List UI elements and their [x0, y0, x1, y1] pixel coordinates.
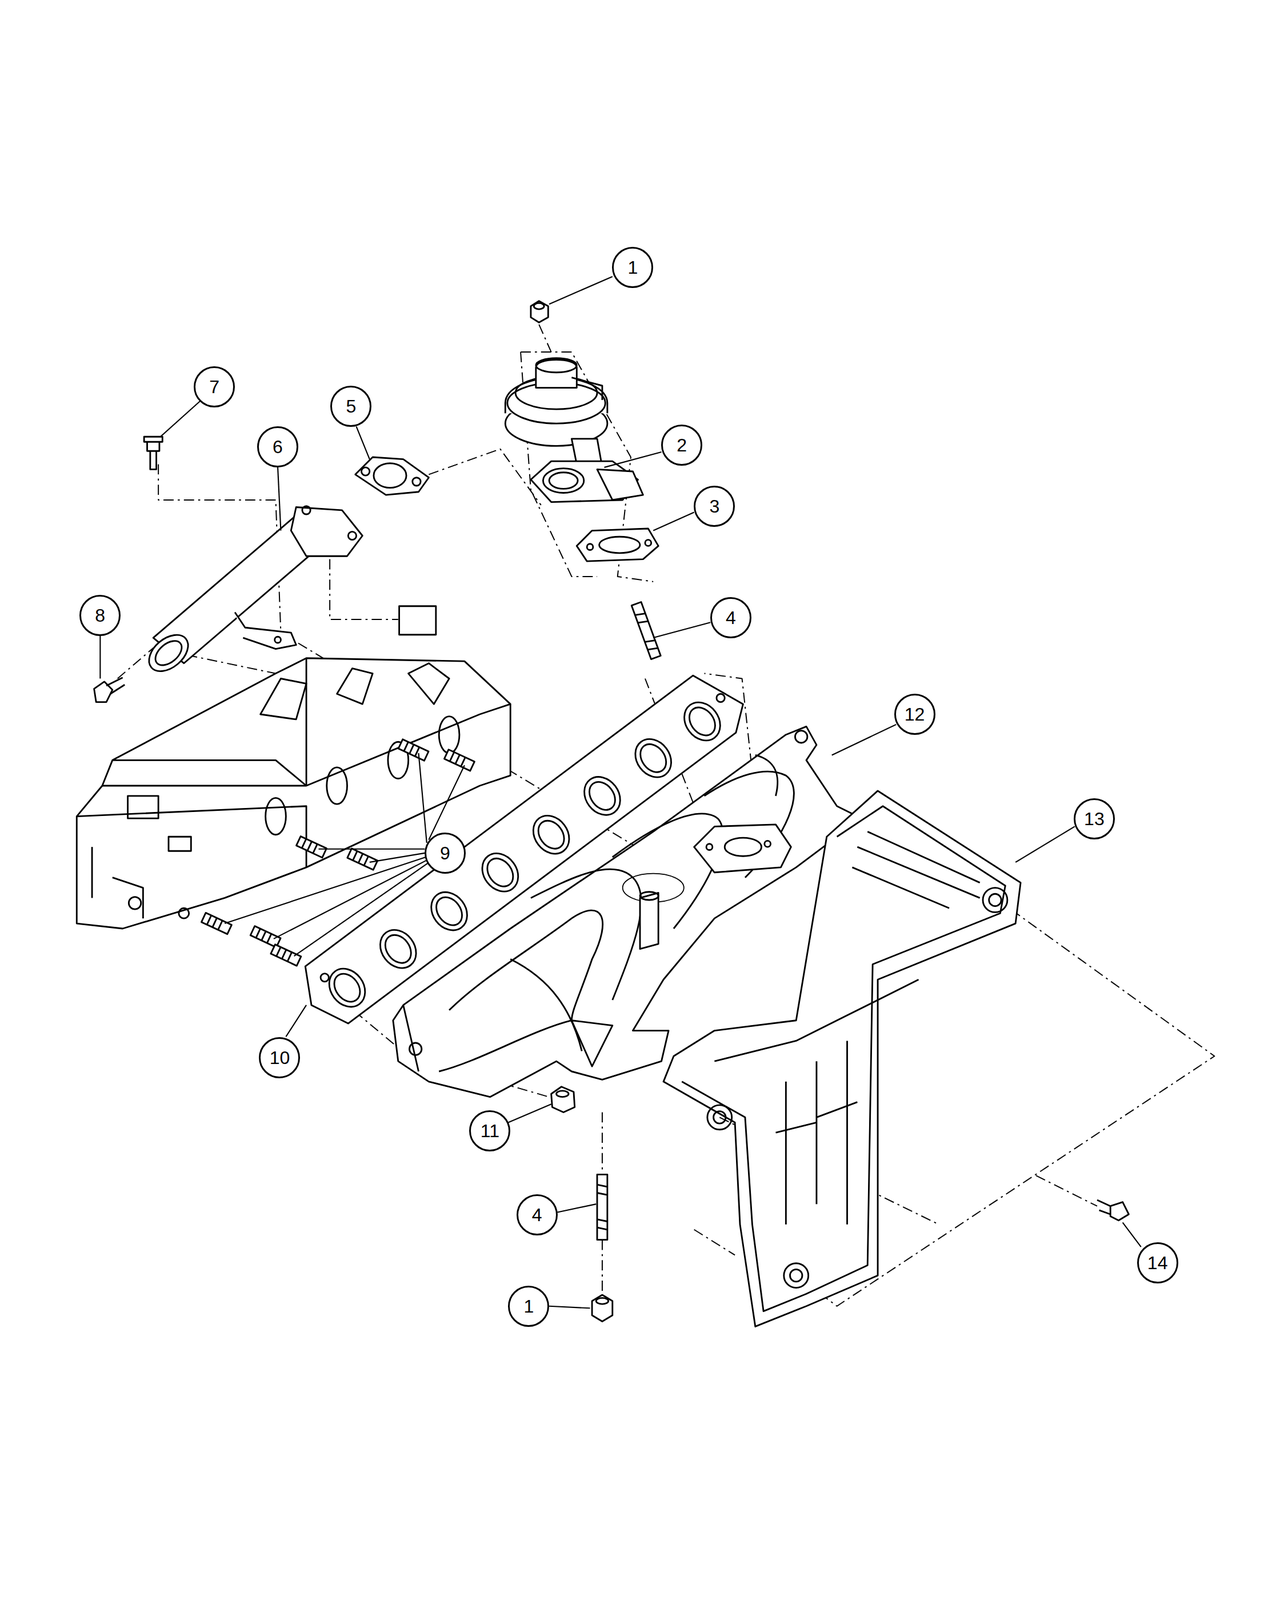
callout-number: 4 — [725, 608, 736, 627]
reference-box — [399, 606, 436, 635]
callout-number: 3 — [709, 497, 720, 516]
callout-number: 11 — [480, 1121, 500, 1140]
nut — [530, 301, 548, 323]
callout-circle: 8 — [79, 594, 121, 636]
callout-circle: 13 — [1073, 798, 1115, 840]
callout-circle: 4 — [710, 597, 752, 639]
callout-number: 5 — [346, 397, 357, 416]
callout-circle: 9 — [424, 832, 466, 874]
callout-number: 12 — [904, 705, 926, 724]
tube-gasket — [355, 457, 430, 495]
nut — [551, 1086, 575, 1113]
egr-valve — [505, 358, 643, 503]
callout-number: 6 — [272, 437, 283, 456]
callout-circle: 7 — [193, 366, 235, 408]
callout-circle: 12 — [894, 693, 936, 735]
callout-circle: 1 — [508, 1285, 550, 1327]
egr-gasket — [576, 528, 659, 562]
callout-number: 8 — [94, 606, 106, 625]
callout-number: 7 — [209, 377, 220, 396]
stud — [597, 602, 661, 1240]
callout-circle: 3 — [693, 485, 735, 527]
callout-circle: 11 — [469, 1110, 511, 1152]
callout-number: 1 — [523, 1297, 534, 1316]
bolt — [144, 436, 163, 470]
callout-circle: 10 — [258, 1037, 300, 1079]
bolt — [94, 677, 126, 703]
callout-circle: 6 — [257, 426, 299, 468]
callout-number: 10 — [269, 1048, 291, 1067]
callout-number: 1 — [628, 258, 639, 277]
callout-number: 9 — [440, 844, 451, 863]
callout-circle: 2 — [661, 424, 703, 466]
egr-tube — [142, 506, 363, 679]
callout-circle: 14 — [1137, 1242, 1179, 1284]
bolt — [1097, 1200, 1129, 1221]
callout-number: 4 — [532, 1205, 543, 1224]
callout-number: 13 — [1084, 809, 1105, 828]
callout-number: 14 — [1147, 1253, 1168, 1272]
callout-circle: 5 — [330, 385, 372, 427]
nut — [592, 1294, 613, 1322]
callout-circle: 1 — [612, 246, 654, 288]
callout-circle: 4 — [516, 1194, 558, 1236]
heat-shield — [663, 790, 1021, 1327]
callout-number: 2 — [676, 436, 687, 455]
leader-lines — [100, 276, 1141, 1308]
